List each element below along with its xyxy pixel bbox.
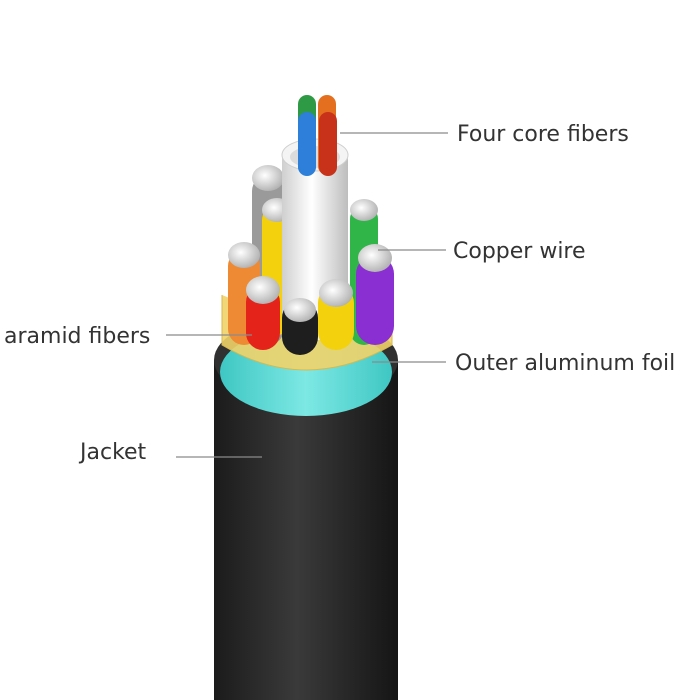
label-aramid-fibers: aramid fibers: [4, 324, 150, 349]
label-jacket: Jacket: [78, 440, 147, 465]
strand-black: [282, 298, 318, 355]
strand-yellow-front: [318, 279, 354, 350]
label-copper-wire: Copper wire: [453, 239, 586, 264]
fiber-red: [319, 112, 337, 176]
jacket-body: [214, 360, 398, 700]
strand-red: [246, 276, 280, 350]
label-four-core-fibers: Four core fibers: [457, 122, 629, 147]
four-core-fibers: [298, 95, 337, 176]
label-outer-aluminum-foil: Outer aluminum foil: [455, 351, 675, 376]
fiber-blue: [298, 112, 316, 176]
strand-purple: [356, 244, 394, 345]
